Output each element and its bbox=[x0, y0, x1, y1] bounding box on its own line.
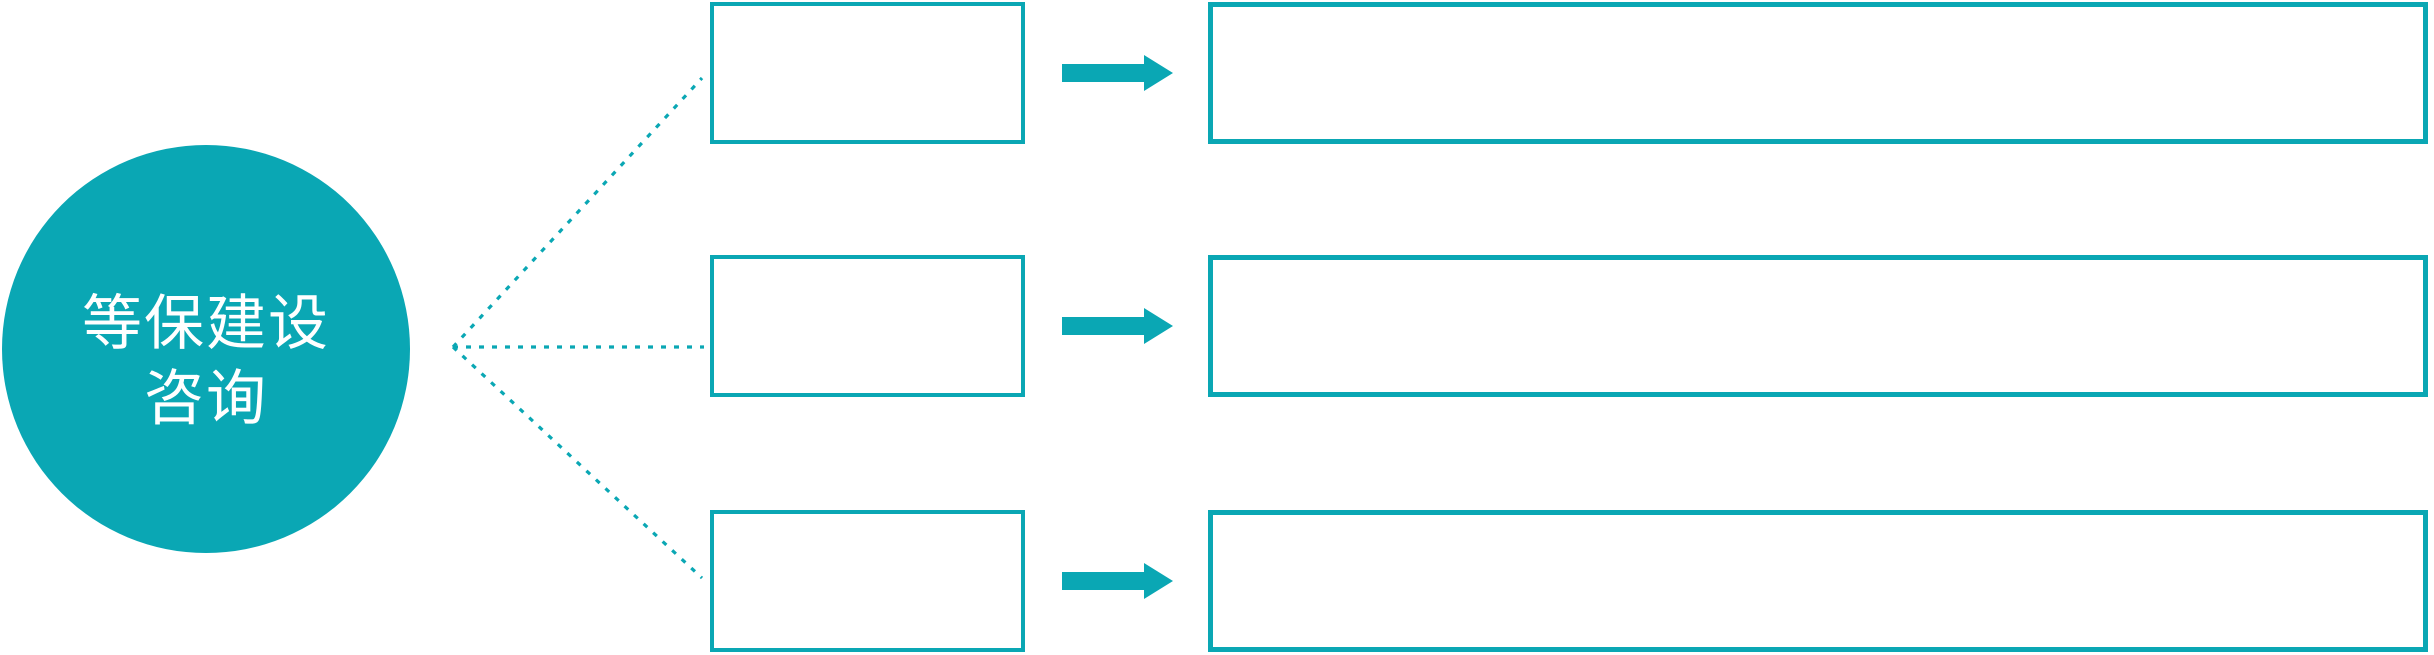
arrow-right-shape bbox=[1062, 55, 1173, 91]
arrow-right-shape bbox=[1062, 563, 1173, 599]
dotted-connector-top bbox=[451, 76, 704, 349]
root-node-label-line2: 咨询 bbox=[144, 365, 268, 432]
step-box-2 bbox=[710, 255, 1025, 397]
root-node-label-line1: 等保建设 bbox=[82, 290, 330, 357]
arrow-right-icon bbox=[1062, 55, 1173, 91]
arrow-right-shape bbox=[1062, 308, 1173, 344]
arrow-right-icon bbox=[1062, 308, 1173, 344]
root-node-circle: 等保建设 咨询 bbox=[2, 145, 410, 553]
detail-box-2 bbox=[1208, 255, 2428, 397]
arrow-right-icon bbox=[1062, 563, 1173, 599]
dotted-connector-bottom bbox=[451, 345, 704, 580]
step-box-1 bbox=[710, 2, 1025, 144]
step-box-3 bbox=[710, 510, 1025, 652]
root-node-label: 等保建设 咨询 bbox=[82, 262, 330, 436]
detail-box-3 bbox=[1208, 510, 2428, 652]
detail-box-1 bbox=[1208, 2, 2428, 144]
